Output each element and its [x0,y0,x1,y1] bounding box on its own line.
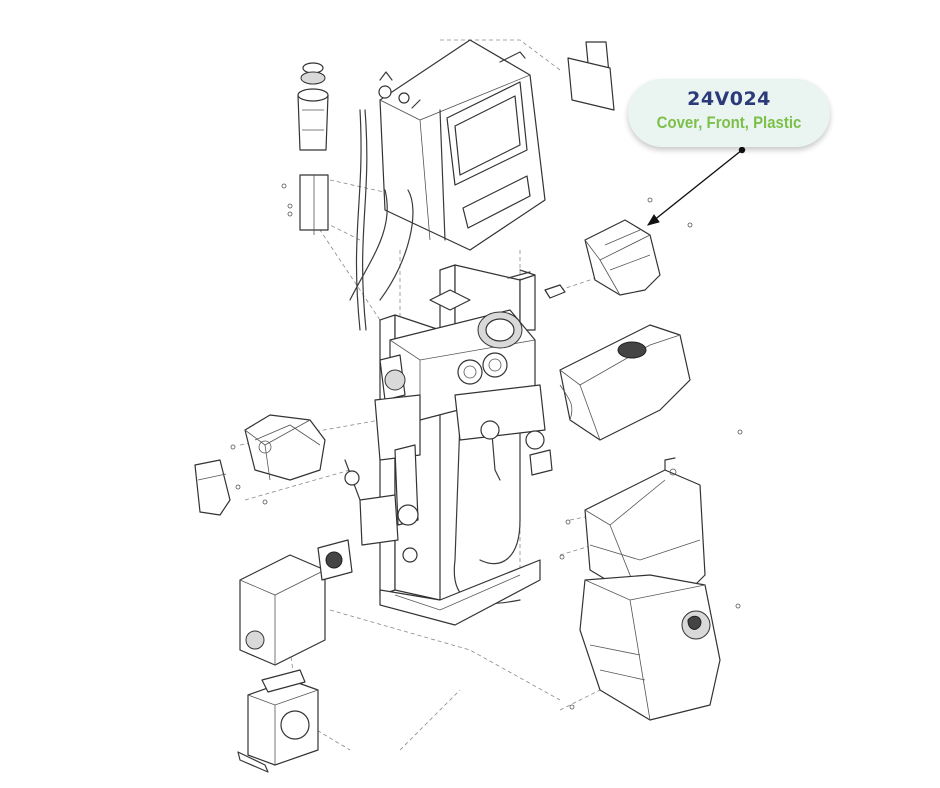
transformer-icon [237,539,353,773]
label-plate-icon [567,41,615,111]
graco-cover-icon [559,457,741,721]
left-cover-icon [194,414,326,516]
part-callout: 24V024 Cover, Front, Plastic [628,79,830,147]
motor-cover-icon [559,324,743,441]
part-number-label: 24V024 [687,88,771,110]
manifold-icon [344,309,553,563]
control-box-icon [378,39,546,251]
front-cover-icon [584,197,693,296]
filter-icon [281,62,329,235]
hoses [349,109,521,605]
part-description-label: Cover, Front, Plastic [656,113,802,132]
callout-leader-arrow [646,146,746,226]
